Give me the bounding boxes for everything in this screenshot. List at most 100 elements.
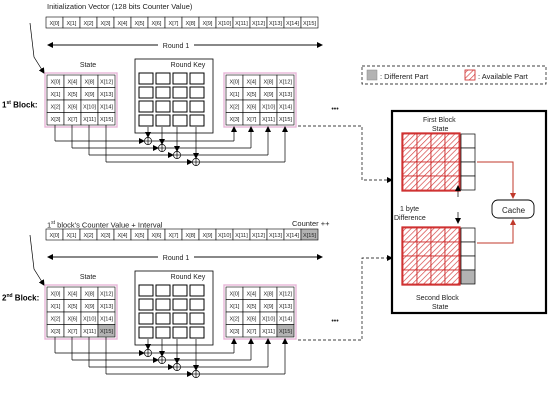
- round-key-cell: [138, 326, 154, 339]
- round-key-cell: [189, 114, 205, 127]
- round-key-cell: [138, 298, 154, 311]
- dashed-connector: [298, 125, 393, 183]
- panel-extra-cell: [460, 255, 476, 271]
- state-matrix-cell-label: X[11]: [83, 117, 96, 123]
- output-matrix-cell-label: X[11]: [262, 117, 275, 123]
- cache-arrow: [477, 219, 516, 244]
- round-key-cell: [155, 284, 171, 297]
- output-matrix-cell-label: X[1]: [230, 304, 240, 310]
- cache-box: [491, 199, 535, 219]
- output-matrix-cell-label: X[14]: [279, 317, 293, 323]
- panel-difference-2: Difference: [394, 215, 426, 222]
- state-matrix-cell-label: X[0]: [51, 292, 61, 298]
- round-key-cell: [155, 326, 171, 339]
- state-matrix-cell-label: X[6]: [68, 317, 78, 323]
- round-key-cell: [172, 72, 188, 85]
- round-key-cell: [189, 326, 205, 339]
- output-matrix-cell-label: X[10]: [262, 317, 276, 323]
- round-key-cell: [172, 284, 188, 297]
- state-matrix-cell-label: X[2]: [51, 317, 61, 323]
- block2-title-num: 1: [47, 220, 52, 230]
- legend-available-swatch: [464, 69, 476, 81]
- output-matrix-cell-label: X[7]: [247, 329, 257, 335]
- panel-extra-cell: [460, 175, 476, 191]
- round-key-cell: [155, 72, 171, 85]
- iv-cell-label: X[8]: [186, 233, 196, 239]
- output-matrix-cell-label: X[8]: [264, 80, 274, 86]
- round-key-cell: [138, 86, 154, 99]
- state-label: State: [80, 62, 96, 69]
- iv-cell-label: X[8]: [186, 21, 196, 27]
- iv-cell-label: X[10]: [218, 21, 232, 27]
- input-arrow: [29, 234, 45, 286]
- iv-cell-label: X[6]: [152, 21, 162, 27]
- iv-cell-label: X[5]: [135, 21, 145, 27]
- state-matrix-cell-label: X[8]: [85, 80, 95, 86]
- panel-available-cell: [430, 227, 446, 243]
- iv-cell-label: X[7]: [169, 21, 179, 27]
- panel-first-state: State: [432, 126, 449, 133]
- iv-cell-label: X[14]: [286, 233, 300, 239]
- panel-available-cell: [430, 241, 446, 257]
- block2-title-text: block's Counter Value + Interval: [55, 220, 163, 230]
- panel-second-state: State: [432, 304, 449, 311]
- output-matrix-cell-label: X[13]: [279, 92, 293, 98]
- panel-available-cell: [402, 175, 418, 191]
- panel-extra-cell: [460, 241, 476, 257]
- output-matrix-cell-label: X[13]: [279, 304, 293, 310]
- state-matrix-highlight: [44, 72, 118, 128]
- output-matrix-cell-label: X[15]: [279, 117, 293, 123]
- iv-cell-label: X[14]: [286, 21, 300, 27]
- iv-cell-label: X[13]: [269, 21, 283, 27]
- state-matrix-cell-label: X[7]: [68, 329, 78, 335]
- iv-cell-label: X[6]: [152, 233, 162, 239]
- round-key-cell: [138, 114, 154, 127]
- state-matrix-cell-label: X[10]: [83, 105, 97, 111]
- round-key-cell: [189, 72, 205, 85]
- round-key-cell: [189, 312, 205, 325]
- round-key-cell: [172, 326, 188, 339]
- iv-cell-label: X[13]: [269, 233, 283, 239]
- panel-extra-cell: [460, 147, 476, 163]
- legend-different-swatch: [366, 69, 378, 81]
- panel-available-cell: [444, 241, 460, 257]
- panel-extra-cell: [460, 269, 476, 285]
- iv-cell-label: X[7]: [169, 233, 179, 239]
- panel-available-cell: [430, 161, 446, 177]
- round-key-cell: [138, 312, 154, 325]
- output-matrix-cell-label: X[12]: [279, 292, 293, 298]
- output-matrix-cell-label: X[11]: [262, 329, 275, 335]
- panel-difference-1: 1 byte: [400, 206, 420, 213]
- output-matrix-cell-label: X[0]: [230, 292, 240, 298]
- round-key-cell: [138, 284, 154, 297]
- panel-available-cell: [402, 227, 418, 243]
- state-matrix-cell-label: X[5]: [68, 304, 78, 310]
- state-matrix-cell-label: X[13]: [100, 92, 114, 98]
- state-matrix-cell-label: X[0]: [51, 80, 61, 86]
- round-key-label: Round Key: [171, 274, 206, 281]
- iv-cell-label: X[15]: [303, 233, 317, 239]
- output-matrix-cell-label: X[9]: [264, 304, 274, 310]
- legend-available-label: : Available Part: [478, 72, 528, 81]
- round-key-cell: [155, 298, 171, 311]
- round-key-cell: [189, 100, 205, 113]
- iv-cell-label: X[0]: [50, 21, 60, 27]
- block2-label: 2nd Block:: [2, 293, 39, 303]
- state-matrix-cell-label: X[13]: [100, 304, 114, 310]
- output-matrix-cell-label: X[7]: [247, 117, 257, 123]
- round-label: Round 1: [163, 43, 190, 50]
- iv-cell-label: X[9]: [203, 233, 213, 239]
- output-matrix-cell-label: X[6]: [247, 105, 257, 111]
- block2-sup: nd: [6, 293, 13, 299]
- output-matrix-cell-label: X[2]: [230, 105, 240, 111]
- cache-panel: [390, 109, 548, 315]
- iv-cell-label: X[11]: [235, 233, 248, 239]
- round-label-bg: [158, 40, 194, 50]
- panel-available-cell: [416, 227, 432, 243]
- panel-available-cell: [402, 147, 418, 163]
- iv-cell: [300, 16, 319, 29]
- output-matrix-cell: [276, 112, 295, 126]
- iv-cell-label: X[1]: [67, 233, 77, 239]
- panel-available-cell: [416, 147, 432, 163]
